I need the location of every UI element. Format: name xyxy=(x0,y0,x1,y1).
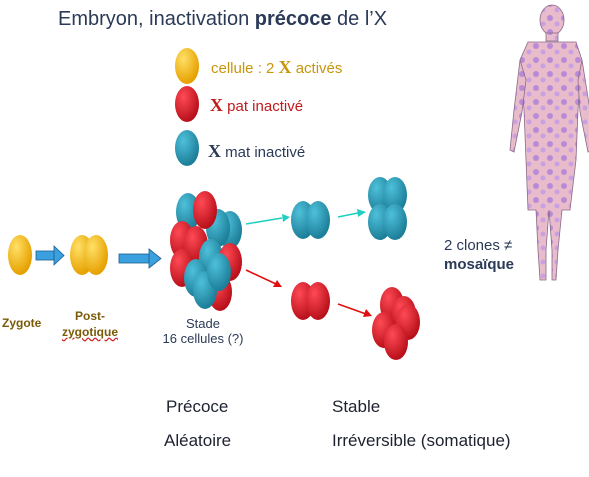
legend-active-text: cellule : 2 xyxy=(211,60,279,77)
arrow-cyan-1 xyxy=(245,214,290,225)
label-clones: 2 clones ≠ mosaïque xyxy=(444,236,514,274)
label-stade: Stade 16 cellules (?) xyxy=(148,316,258,346)
human-body-mosaic-icon xyxy=(509,4,589,281)
word-irreversible: Irréversible (somatique) xyxy=(332,431,511,450)
teal-clone-cell-2 xyxy=(306,201,330,239)
arrow-red-1 xyxy=(245,269,282,287)
teal-clone-four xyxy=(368,177,407,240)
zygote-cell xyxy=(8,235,32,275)
title-prefix: Embryon, inactivation xyxy=(58,8,255,30)
title-suffix: de l’X xyxy=(331,8,388,30)
arrow-zygote-to-post xyxy=(35,245,65,266)
arrow-cyan-2 xyxy=(337,209,366,218)
word-stable: Stable xyxy=(332,397,381,416)
red-clone-cluster xyxy=(372,287,420,360)
legend-active-after: activés xyxy=(291,60,343,77)
yellow-cell-icon xyxy=(175,48,199,84)
label-post-line1: Post- xyxy=(75,309,105,323)
label-stade-line2: 16 cellules (?) xyxy=(162,331,244,346)
legend-active: cellule : 2 X activés xyxy=(211,57,342,78)
legend-active-x: X xyxy=(278,57,292,77)
arrow-red-2 xyxy=(337,303,372,317)
legend-pat-text: pat inactivé xyxy=(223,98,304,115)
label-post-zygotique: Post- zygotique xyxy=(62,308,118,340)
post-zygotic-cell-2 xyxy=(84,235,108,275)
word-precoce: Précoce xyxy=(166,397,229,416)
page-title: Embryon, inactivation précoce de l’X xyxy=(58,8,387,31)
legend-pat-x: X xyxy=(210,95,223,115)
stade-16-cluster xyxy=(170,191,242,311)
legend-mat: X mat inactivé xyxy=(208,141,305,162)
title-emphasis: précoce xyxy=(254,8,332,30)
label-stade-line1: Stade xyxy=(186,316,220,331)
teal-cell-icon xyxy=(175,130,199,166)
legend-pat: X pat inactivé xyxy=(210,95,303,116)
label-clones-line2: mosaïque xyxy=(444,256,515,273)
red-clone-cell-2 xyxy=(306,282,330,320)
label-post-line2: zygotique xyxy=(62,325,118,339)
red-cell-icon xyxy=(175,86,199,122)
legend-mat-x: X xyxy=(208,141,221,161)
label-clones-line1: 2 clones ≠ xyxy=(444,237,513,254)
legend-mat-text: mat inactivé xyxy=(221,144,306,161)
label-zygote: Zygote xyxy=(2,316,42,330)
word-aleatoire: Aléatoire xyxy=(164,431,232,450)
arrow-post-to-stade xyxy=(118,248,162,269)
